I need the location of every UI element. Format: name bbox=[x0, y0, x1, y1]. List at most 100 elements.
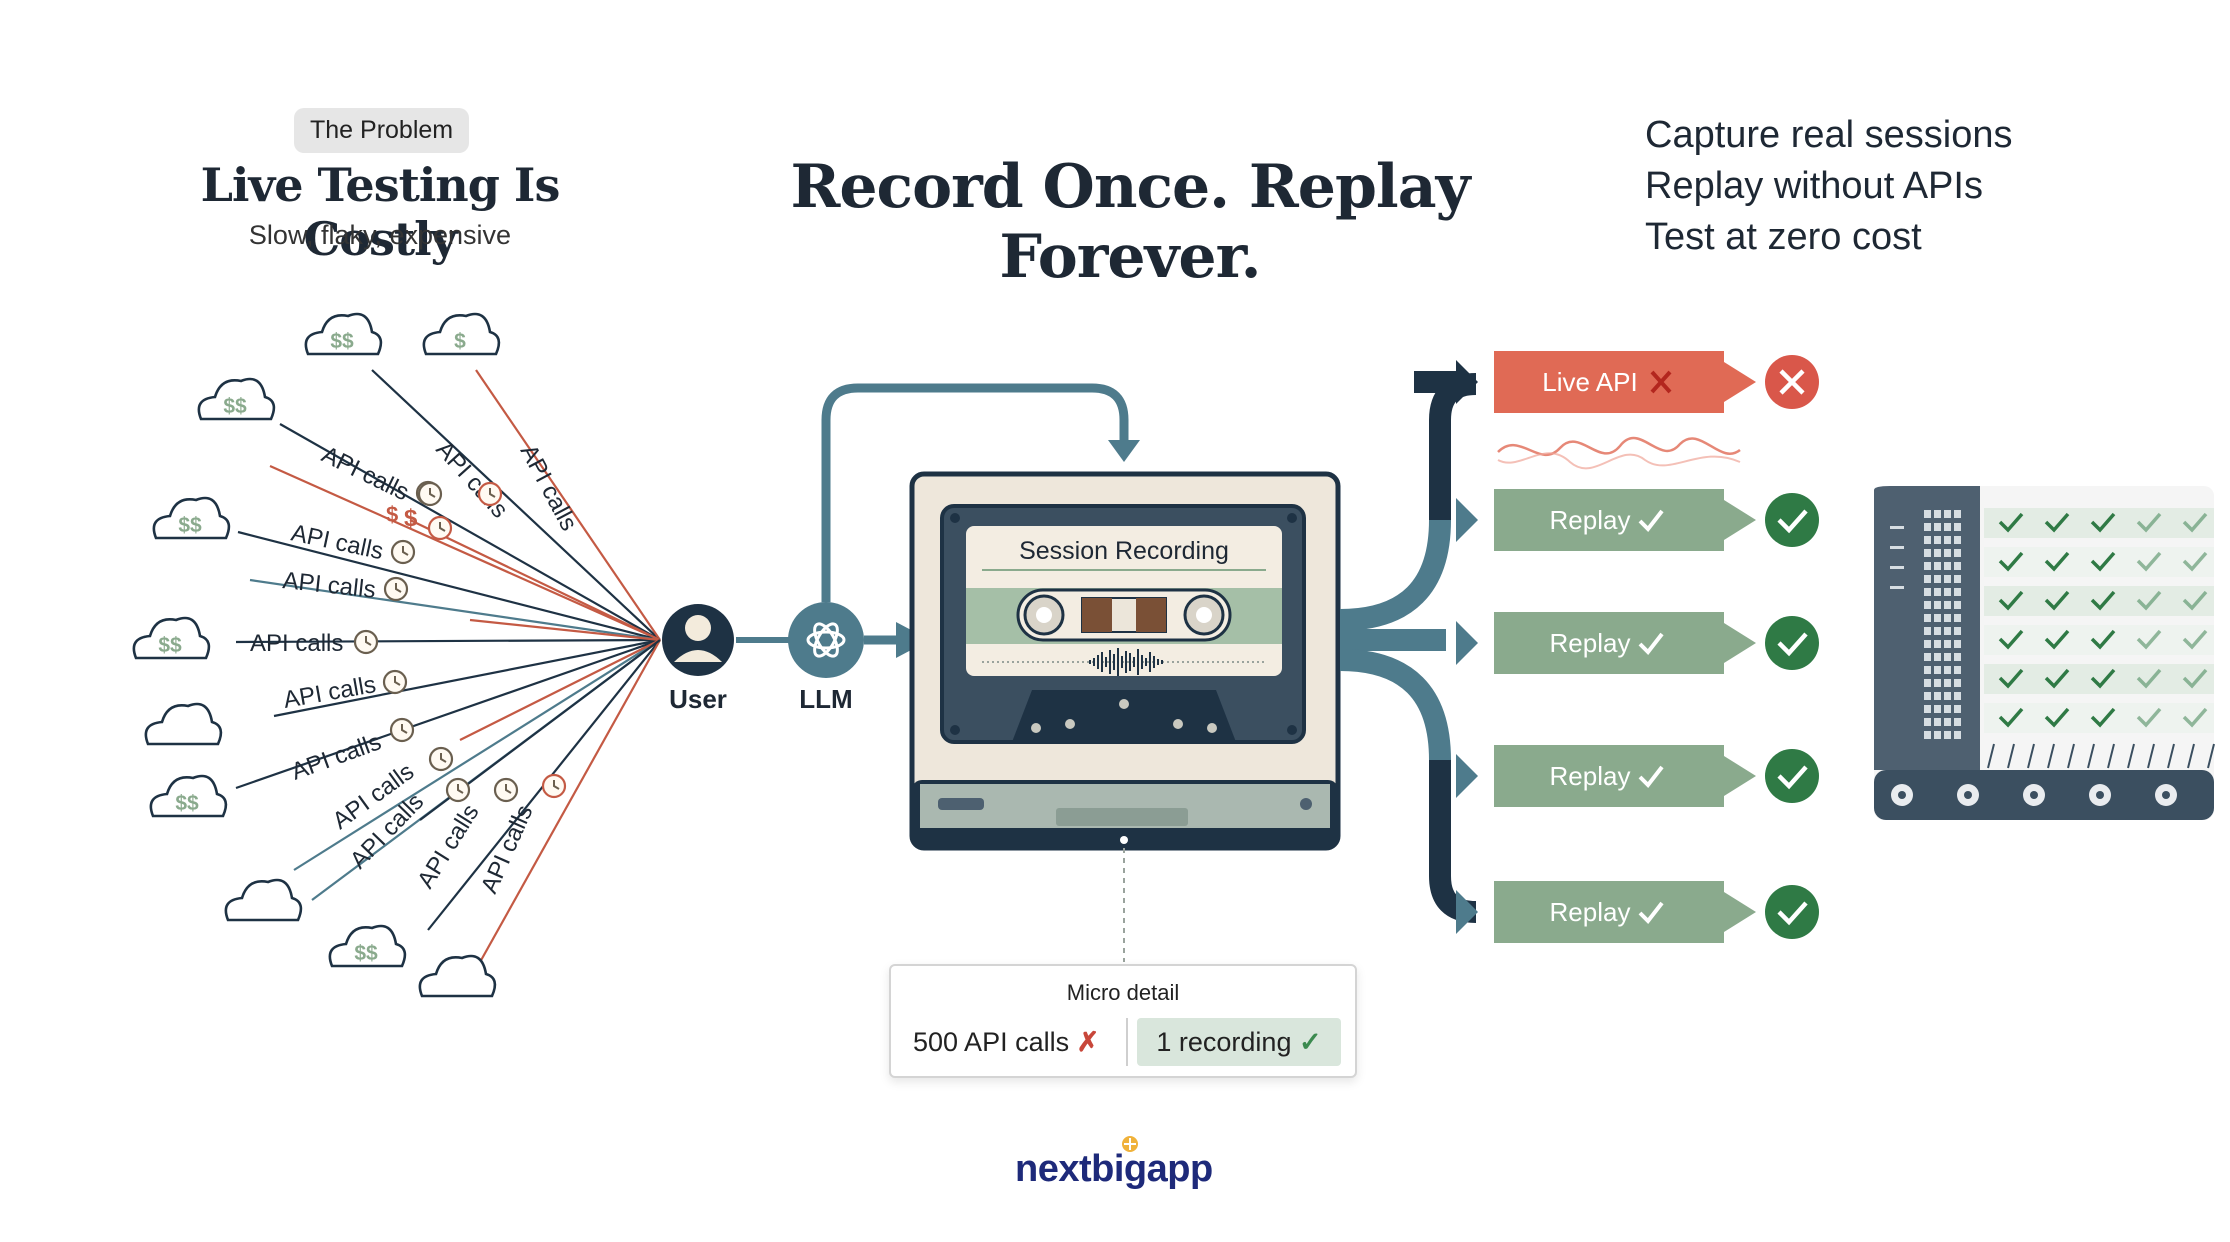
cloud-icon bbox=[418, 954, 497, 998]
problem-tag: The Problem bbox=[294, 108, 470, 153]
cloud-shape bbox=[144, 702, 223, 746]
replay-box bbox=[1494, 881, 1724, 943]
clock-hand bbox=[365, 636, 372, 646]
cloud-icon: $$ bbox=[328, 924, 407, 968]
api-call-line bbox=[235, 638, 661, 790]
cloud-icon bbox=[144, 702, 223, 746]
benefit-item: Test at zero cost bbox=[1645, 216, 1922, 258]
replay-row: Replay bbox=[1456, 489, 1819, 551]
check-icon bbox=[1777, 765, 1808, 790]
replay-row: Replay bbox=[1456, 745, 1819, 807]
panel-light bbox=[1934, 627, 1941, 635]
clock-hand bbox=[457, 784, 464, 794]
api-call-lines bbox=[235, 369, 661, 981]
replay-box bbox=[1494, 489, 1724, 551]
panel-light bbox=[1924, 653, 1931, 661]
check-mark-icon bbox=[1638, 901, 1664, 925]
result-check-icon bbox=[1998, 629, 2024, 650]
panel-light bbox=[1944, 614, 1951, 622]
logo-part-big: big bbox=[1091, 1148, 1147, 1190]
row-pointer bbox=[1724, 756, 1756, 796]
panel-light bbox=[1934, 653, 1941, 661]
result-check-icon bbox=[2182, 707, 2208, 728]
llm-icon bbox=[806, 622, 846, 658]
machine-detail bbox=[1890, 508, 2215, 806]
api-calls-count: 500 API calls bbox=[913, 1027, 1070, 1057]
panel-light bbox=[1954, 588, 1961, 596]
clock-hand bbox=[505, 784, 512, 794]
belt-line bbox=[2207, 743, 2215, 769]
panel-light bbox=[1944, 653, 1951, 661]
api-call-line bbox=[237, 530, 661, 642]
panel-light bbox=[1924, 510, 1931, 518]
cloud-cost-label: $$ bbox=[354, 942, 378, 965]
replay-label: Replay bbox=[1550, 761, 1631, 791]
panel-light bbox=[1944, 692, 1951, 700]
belt-line bbox=[2167, 743, 2175, 769]
panel-light bbox=[1944, 510, 1951, 518]
api-call-label: API calls bbox=[515, 440, 583, 535]
row-arrowhead bbox=[1456, 621, 1478, 665]
api-call-line bbox=[293, 639, 661, 871]
panel-light bbox=[1954, 536, 1961, 544]
clock-hand bbox=[402, 546, 409, 556]
api-call-line bbox=[249, 578, 661, 642]
cloud-cost-label: $$ bbox=[178, 514, 202, 537]
result-check-icon bbox=[2044, 707, 2070, 728]
panel-slot bbox=[1890, 546, 1904, 549]
micro-divider bbox=[1126, 1018, 1128, 1066]
check-icon bbox=[1777, 901, 1808, 926]
panel-light bbox=[1954, 653, 1961, 661]
result-check-icon bbox=[2136, 629, 2162, 650]
panel-slot bbox=[1890, 586, 1904, 589]
api-call-line bbox=[469, 639, 661, 981]
api-call-label: API calls bbox=[250, 630, 343, 657]
panel-light bbox=[1934, 549, 1941, 557]
api-call-line bbox=[371, 369, 661, 641]
benefit-list: Capture real sessions Replay without API… bbox=[1645, 110, 2013, 263]
result-row bbox=[1984, 547, 2214, 577]
branch-connectors bbox=[1339, 371, 1477, 923]
api-call-line bbox=[235, 638, 661, 644]
clock-hand bbox=[553, 780, 560, 790]
panel-light bbox=[1954, 614, 1961, 622]
panel-light bbox=[1924, 705, 1931, 713]
panel-light bbox=[1934, 523, 1941, 531]
replay-label: Replay bbox=[1550, 897, 1631, 927]
clock-hand bbox=[489, 488, 496, 498]
roller-hub bbox=[2030, 791, 2038, 799]
check-mark-icon bbox=[1638, 509, 1664, 533]
result-check-icon bbox=[2182, 590, 2208, 611]
panel-light bbox=[1954, 679, 1961, 687]
panel-light bbox=[1924, 718, 1931, 726]
result-check-icon bbox=[2182, 512, 2208, 533]
cloud-icon: $$ bbox=[197, 377, 276, 421]
api-call-line bbox=[273, 638, 661, 718]
llm-label: LLM bbox=[799, 684, 852, 714]
panel-light bbox=[1954, 666, 1961, 674]
panel-light bbox=[1944, 627, 1951, 635]
llm-node: LLM bbox=[788, 602, 864, 714]
headline: Record Once. Replay Forever. bbox=[790, 152, 1471, 292]
belt-line bbox=[1987, 743, 1995, 769]
roller-hub bbox=[2162, 791, 2170, 799]
panel-light bbox=[1924, 666, 1931, 674]
belt-line bbox=[2107, 743, 2115, 769]
result-check-icon bbox=[2136, 512, 2162, 533]
cloud-shape bbox=[132, 616, 211, 660]
result-check-icon bbox=[1998, 707, 2024, 728]
belt-line bbox=[2187, 743, 2195, 769]
api-call-label: API calls bbox=[412, 800, 484, 893]
loop-arrowhead bbox=[1108, 440, 1140, 462]
cloud-shape bbox=[224, 878, 303, 922]
panel-light bbox=[1954, 692, 1961, 700]
cloud-cost-label: $ bbox=[454, 330, 466, 353]
replay-label: Replay bbox=[1550, 628, 1631, 658]
spark-icon bbox=[1122, 1136, 1138, 1152]
recording-count: 1 recording bbox=[1156, 1027, 1292, 1057]
panel-light bbox=[1934, 705, 1941, 713]
replay-label: Replay bbox=[1550, 505, 1631, 535]
